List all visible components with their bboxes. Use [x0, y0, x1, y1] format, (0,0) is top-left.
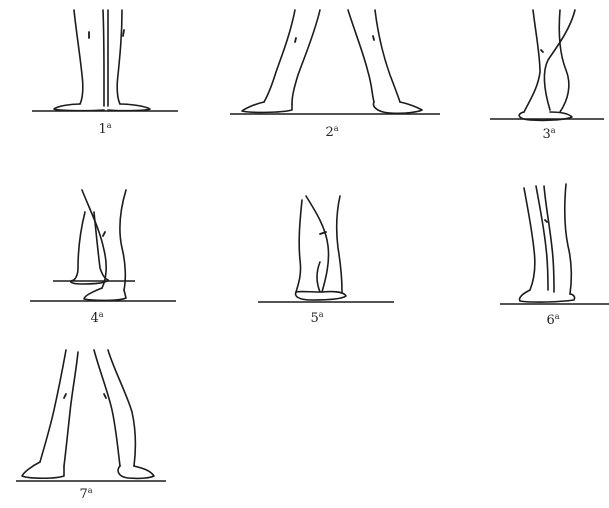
- leg-back-5-inner: [317, 262, 320, 292]
- position-4-figure: [30, 190, 176, 301]
- position-suffix-6: a: [555, 312, 560, 321]
- knee-mark-4: [103, 232, 105, 236]
- leg-back-4: [74, 212, 85, 280]
- shoe-right-2: [374, 102, 422, 113]
- shoe-left-1: [54, 104, 104, 111]
- leg-back-7: [40, 350, 66, 462]
- position-suffix-4: a: [99, 310, 104, 319]
- shoe-left-2: [242, 102, 292, 112]
- knee-mark-1b: [123, 30, 124, 36]
- leg-left-6: [524, 188, 535, 290]
- leg-left-1: [74, 10, 83, 104]
- shoe-front-4: [84, 288, 126, 300]
- leg-back-7-inner: [64, 352, 78, 466]
- position-1-figure: [32, 10, 178, 111]
- position-suffix-3: a: [551, 126, 556, 135]
- knee-mark-2b: [373, 36, 374, 40]
- leg-back-5: [296, 200, 302, 292]
- position-suffix-2: a: [334, 124, 339, 133]
- knee-mark-2a: [295, 38, 296, 42]
- leg-back-3: [524, 10, 540, 112]
- position-2-figure: [230, 10, 440, 114]
- knee-mark-7b: [104, 394, 106, 398]
- position-label-5: 5a: [310, 310, 323, 326]
- leg-left-2-inner: [292, 10, 320, 104]
- knee-mark-7a: [64, 394, 66, 398]
- position-7-figure: [16, 350, 166, 481]
- position-label-4: 4a: [90, 310, 103, 326]
- position-3-figure: [490, 10, 604, 120]
- leg-front-3: [559, 10, 569, 112]
- leg-right-6: [565, 184, 572, 294]
- position-6-figure: [500, 184, 609, 304]
- position-suffix-5: a: [319, 310, 324, 319]
- leg-right-1: [117, 10, 122, 104]
- shoe-5: [296, 292, 346, 300]
- leg-left-1-inner: [103, 10, 104, 106]
- position-label-6: 6a: [546, 312, 559, 328]
- shoe-back-7: [22, 462, 64, 478]
- leg-front-4-inner: [120, 190, 126, 290]
- shoe-front-7: [118, 466, 154, 478]
- knee-mark-3: [541, 50, 543, 52]
- knee-mark-6: [545, 220, 547, 222]
- leg-left-2: [264, 10, 295, 102]
- leg-right-2-inner: [375, 10, 400, 102]
- position-5-figure: [258, 196, 394, 302]
- shoe-6: [519, 290, 574, 302]
- position-label-1: 1a: [98, 121, 111, 137]
- position-label-7: 7a: [79, 486, 92, 502]
- position-label-2: 2a: [325, 124, 338, 140]
- leg-front-7: [94, 350, 120, 466]
- shoe-right-1: [108, 104, 150, 111]
- leg-right-2: [348, 10, 374, 102]
- position-label-3: 3a: [542, 126, 555, 142]
- leg-front-5-inner: [337, 196, 342, 292]
- position-suffix-1: a: [107, 121, 112, 130]
- position-suffix-7: a: [88, 486, 93, 495]
